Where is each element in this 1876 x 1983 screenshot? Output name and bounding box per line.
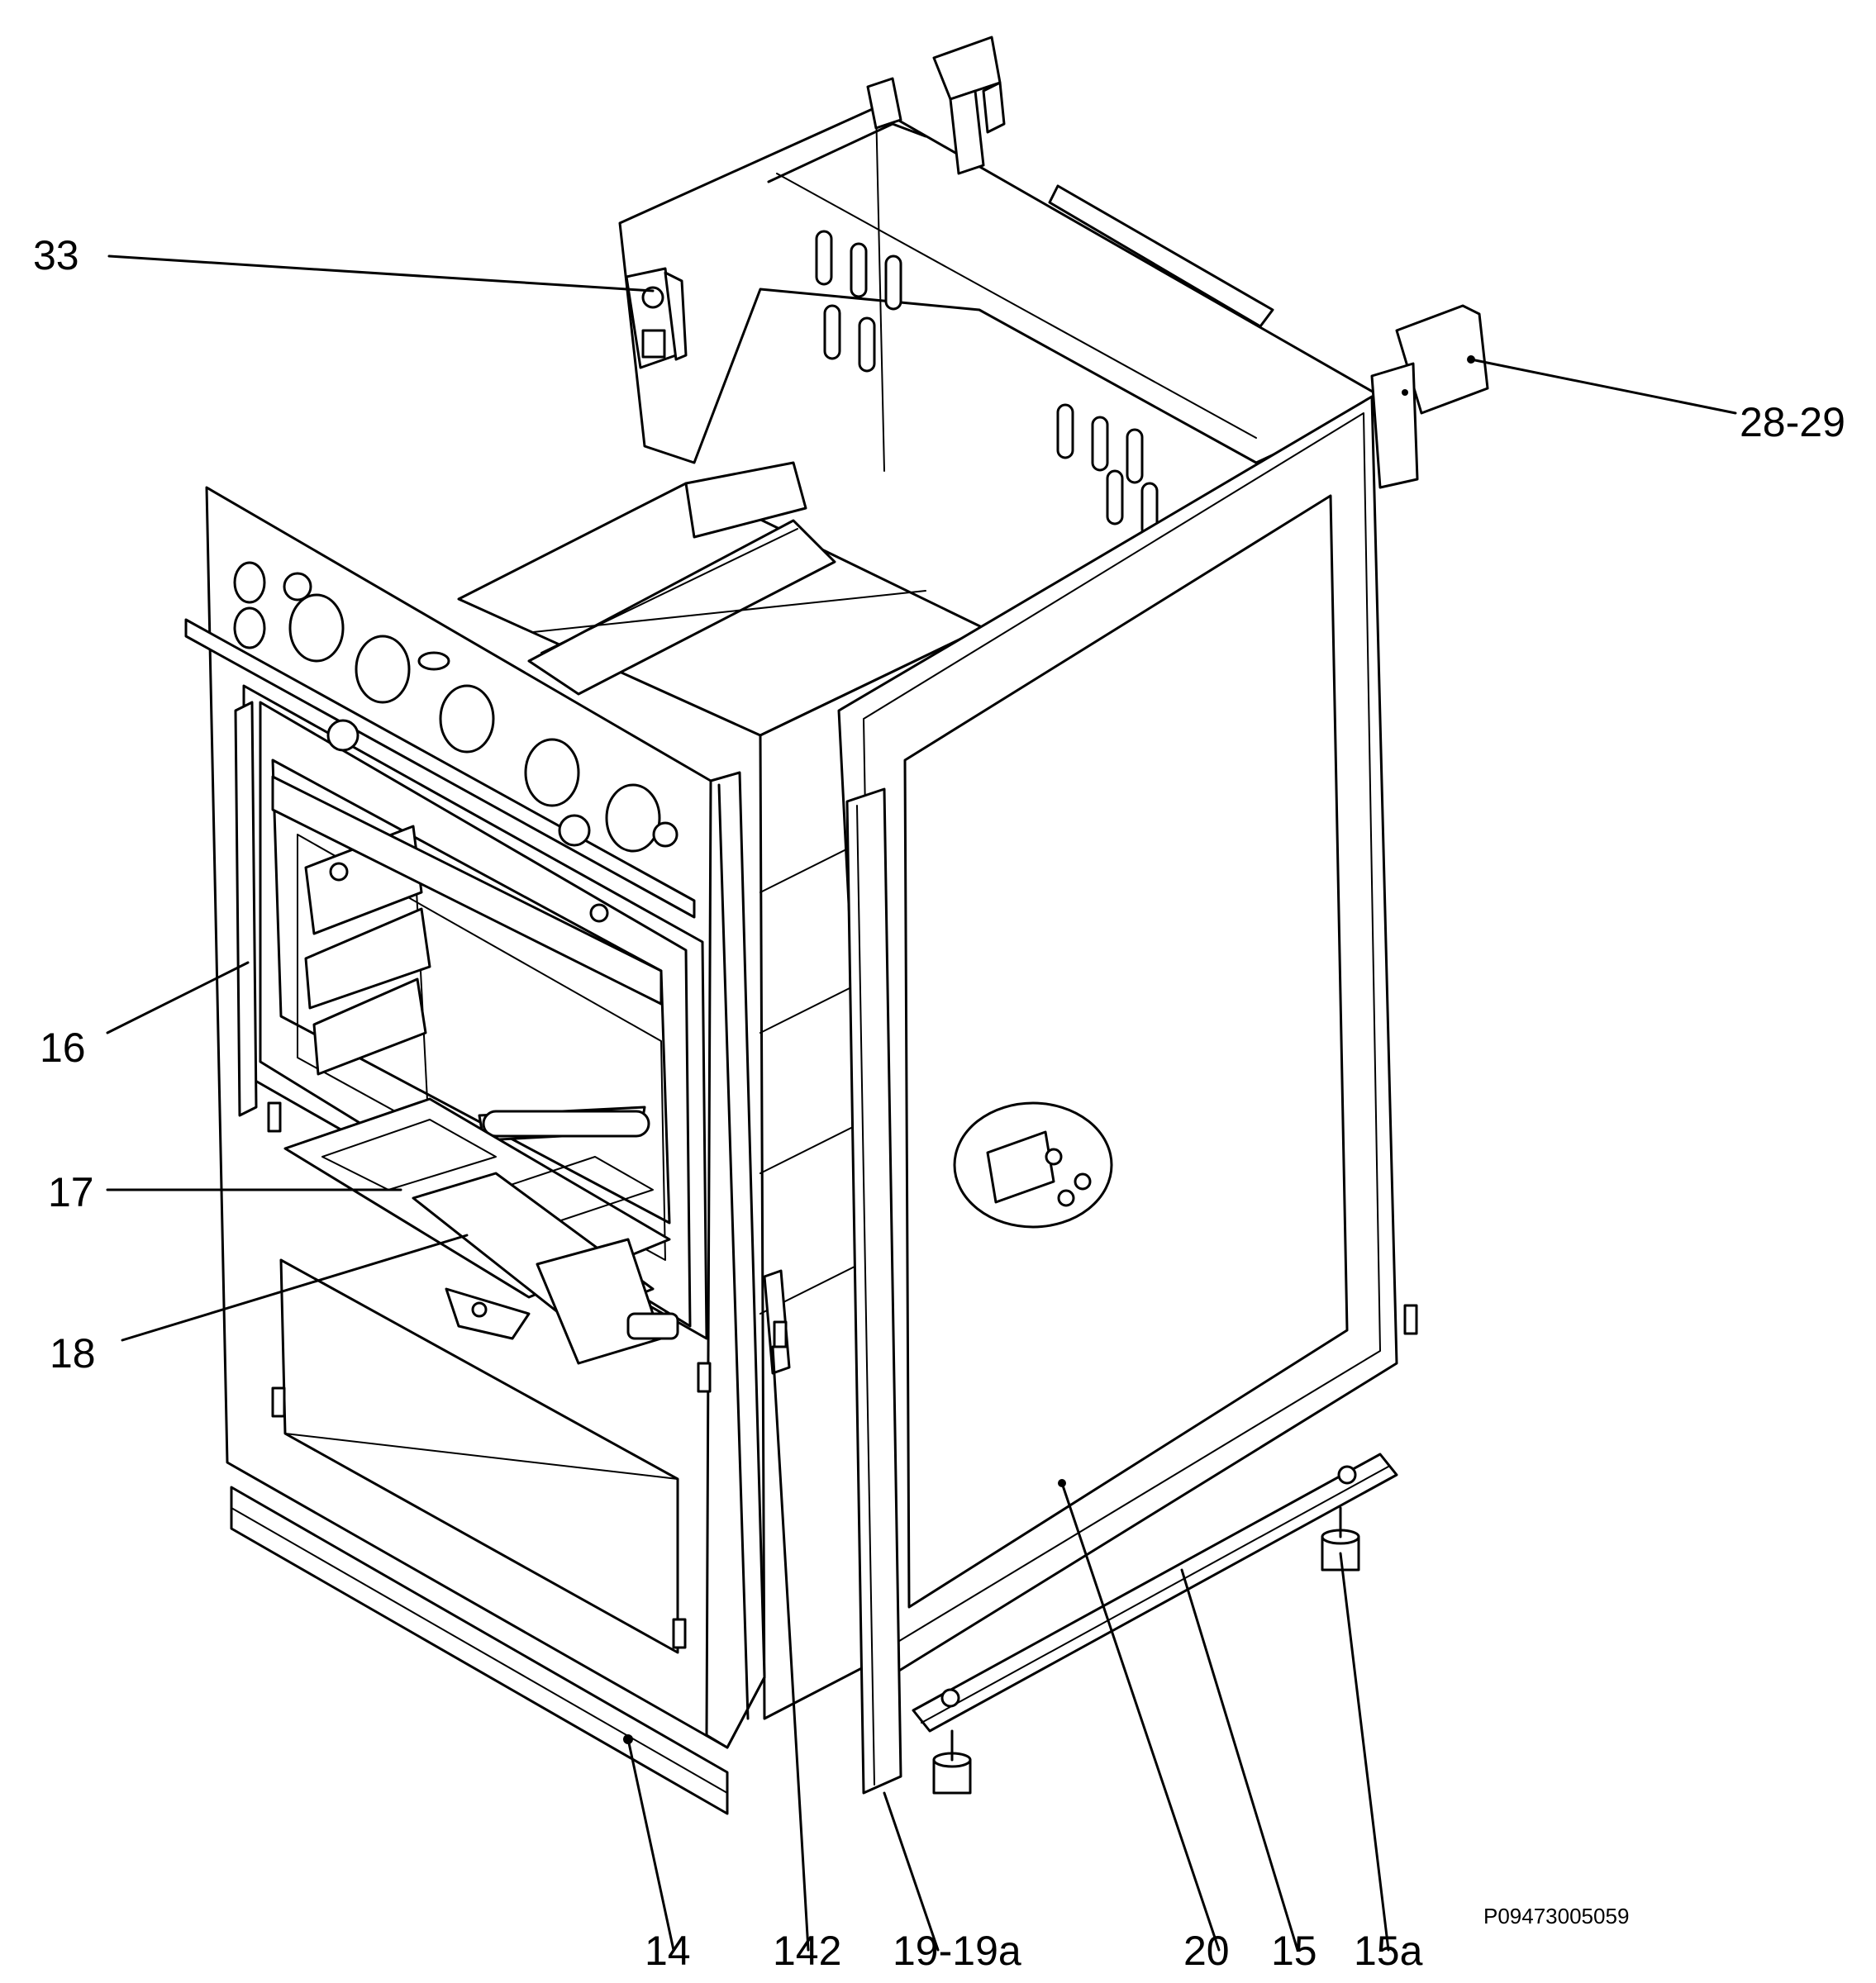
back-panel-slots	[815, 230, 1159, 538]
label-16: 16	[40, 1025, 86, 1071]
label-15a: 15a	[1354, 1928, 1423, 1974]
part-labels: 33 28-29 16 17 18 14 142 19-19a 20 15 15…	[33, 232, 1845, 1974]
label-33: 33	[33, 232, 79, 278]
label-20: 20	[1183, 1928, 1230, 1974]
part-142-hinge	[763, 1269, 791, 1375]
part-15-bottom-rail	[912, 1453, 1398, 1733]
leader-lines	[106, 254, 1737, 1952]
part-16-gasket	[234, 701, 258, 1117]
part-14-kick-plate	[230, 1486, 729, 1815]
label-28-29: 28-29	[1740, 399, 1845, 445]
label-15: 15	[1271, 1928, 1317, 1974]
part-19-19a-trim-strip	[845, 787, 902, 1795]
drawing-code: P09473005059	[1483, 1904, 1629, 1928]
part-18-floor-plate	[412, 1172, 679, 1365]
part-20-side-panel	[837, 395, 1418, 1679]
label-14: 14	[645, 1928, 691, 1974]
label-142: 142	[773, 1928, 841, 1974]
label-17: 17	[48, 1169, 94, 1215]
part-28-29-bracket	[1370, 304, 1489, 489]
label-19-19a: 19-19a	[893, 1928, 1021, 1974]
control-panel-holes	[233, 561, 661, 853]
rear-frame	[618, 36, 1390, 538]
label-18: 18	[50, 1330, 96, 1377]
part-15a-feet	[932, 1506, 1360, 1795]
part-33-clip	[625, 267, 688, 369]
